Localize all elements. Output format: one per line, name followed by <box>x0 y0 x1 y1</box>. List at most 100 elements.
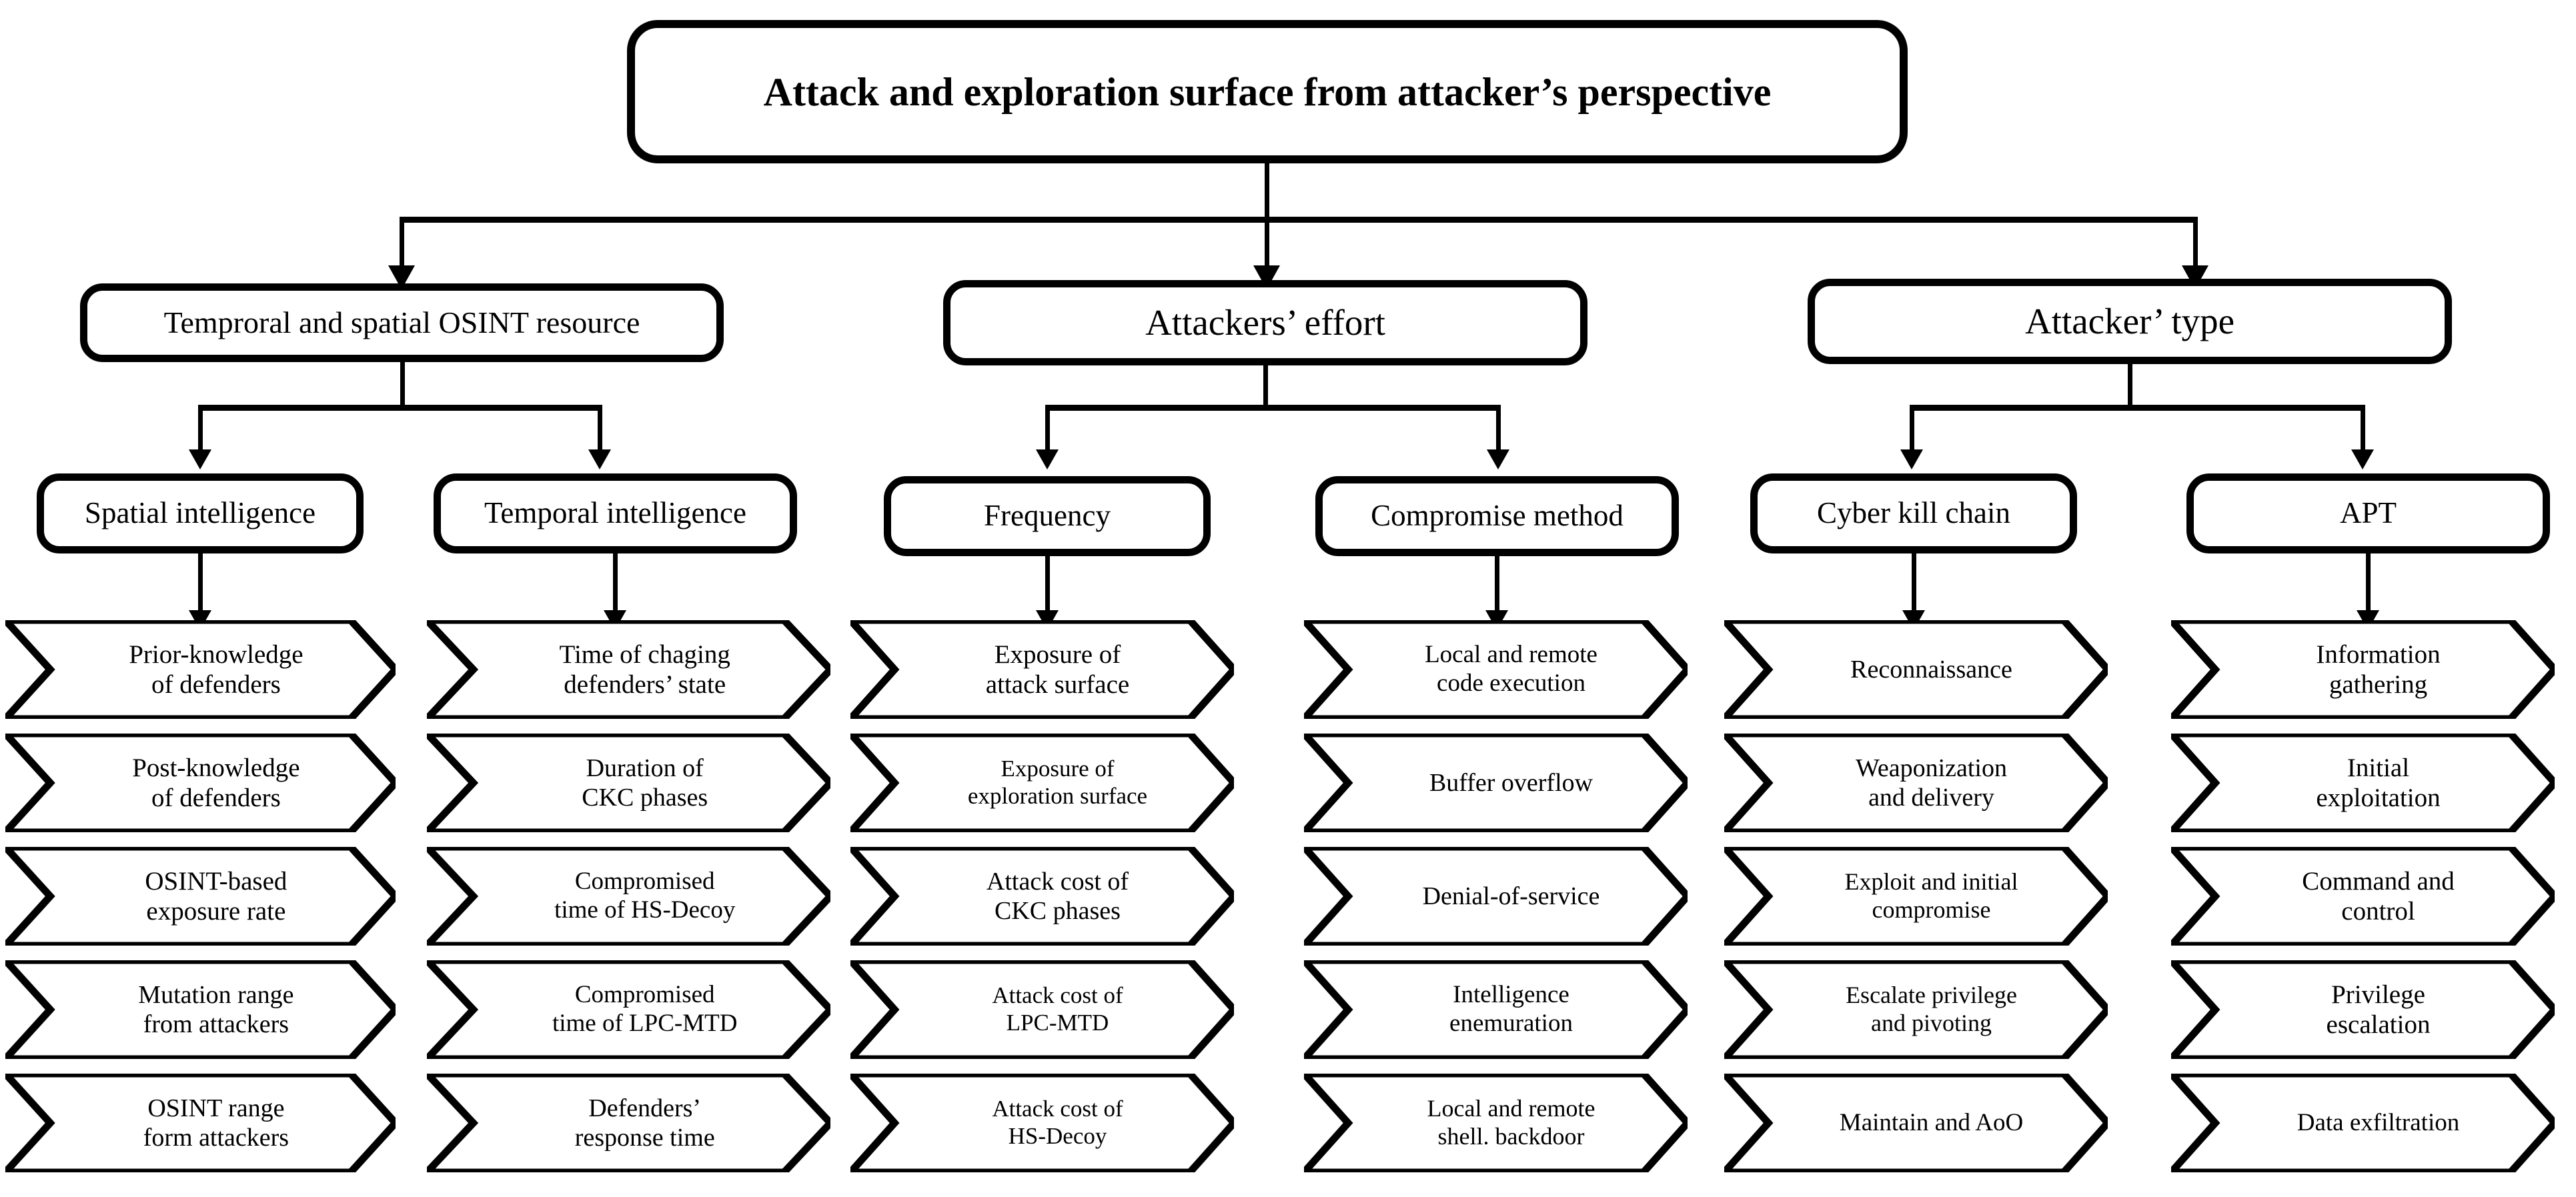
chevron-item: Denial-of-service <box>1304 847 1688 946</box>
node-temporal-intelligence-label: Temporal intelligence <box>484 496 746 530</box>
group2-trunk-line <box>1263 365 1268 409</box>
leaf-connector-line-col2 <box>613 553 618 620</box>
chevron-item: Duration of CKC phases <box>427 734 830 832</box>
chevron-item-label: OSINT-based exposure rate <box>145 866 287 926</box>
node-attacker-type: Attacker’ type <box>1808 279 2452 364</box>
chevron-item-label: Exposure of exploration surface <box>967 756 1148 809</box>
chevron-item: Compromised time of LPC-MTD <box>427 960 830 1059</box>
chevron-shape <box>5 620 396 719</box>
chevron-item: Escalate privilege and pivoting <box>1724 960 2108 1059</box>
chevron-item: Local and remote shell. backdoor <box>1304 1074 1688 1172</box>
chevron-item-label: Local and remote shell. backdoor <box>1427 1095 1595 1150</box>
group1-trunk-line <box>400 362 405 409</box>
node-spatial-intelligence: Spatial intelligence <box>37 473 364 553</box>
chevron-shape <box>1304 960 1688 1059</box>
chevron-item-label: Initial exploitation <box>2316 753 2441 812</box>
node-temporal-intelligence: Temporal intelligence <box>434 473 797 553</box>
chevron-shape <box>1724 1074 2108 1172</box>
chevron-item-label: Post-knowledge of defenders <box>132 753 300 812</box>
node-compromise-method: Compromise method <box>1315 476 1679 556</box>
chevron-shape <box>1304 1074 1688 1172</box>
chevron-item: OSINT-based exposure rate <box>5 847 396 946</box>
chevron-shape <box>850 960 1234 1059</box>
chevron-shape <box>2171 960 2555 1059</box>
level2-drop-line-1 <box>400 217 404 271</box>
leaf-connector-line-col5 <box>1912 553 1916 620</box>
node-attacker-type-label: Attacker’ type <box>2024 300 2235 341</box>
chevron-shape <box>850 620 1234 719</box>
chevron-item: Maintain and AoO <box>1724 1074 2108 1172</box>
chevron-shape <box>427 1074 830 1172</box>
chevron-item: Exposure of exploration surface <box>850 734 1234 832</box>
node-osint-resource-label: Temproral and spatial OSINT resource <box>163 305 640 339</box>
chevron-item-label: Data exfiltration <box>2297 1108 2460 1136</box>
chevron-item: Exploit and initial compromise <box>1724 847 2108 946</box>
node-frequency-label: Frequency <box>984 499 1111 533</box>
chevron-item: Attack cost of LPC-MTD <box>850 960 1234 1059</box>
chevron-item-label: Compromised time of LPC-MTD <box>552 981 738 1037</box>
node-attackers-effort-label: Attackers’ effort <box>1145 301 1385 343</box>
chevron-item: Post-knowledge of defenders <box>5 734 396 832</box>
chevron-item: Defenders’ response time <box>427 1074 830 1172</box>
chevron-shape <box>5 960 396 1059</box>
chevron-item-label: Reconnaissance <box>1850 655 2012 684</box>
node-cyber-kill-chain-label: Cyber kill chain <box>1817 496 2010 530</box>
chevron-item: Mutation range from attackers <box>5 960 396 1059</box>
chevron-item-label: Attack cost of CKC phases <box>986 867 1129 925</box>
chevron-item: Buffer overflow <box>1304 734 1688 832</box>
chevron-shape <box>1724 960 2108 1059</box>
root-node-title: Attack and exploration surface from atta… <box>627 20 1908 163</box>
chevron-item: Command and control <box>2171 847 2555 946</box>
chevron-shape <box>1304 847 1688 946</box>
root-node-label: Attack and exploration surface from atta… <box>763 69 1772 114</box>
chevron-shape <box>5 1074 396 1172</box>
group2-drop-line-2 <box>1496 405 1501 454</box>
chevron-item-label: OSINT range form attackers <box>143 1094 289 1152</box>
chevron-shape <box>850 847 1234 946</box>
chevron-item-label: Attack cost of HS-Decoy <box>992 1096 1123 1149</box>
node-attackers-effort: Attackers’ effort <box>943 280 1587 365</box>
chevron-item-label: Compromised time of HS-Decoy <box>554 868 736 924</box>
chevron-item: Local and remote code execution <box>1304 620 1688 719</box>
chevron-item: Exposure of attack surface <box>850 620 1234 719</box>
chevron-item: Initial exploitation <box>2171 734 2555 832</box>
chevron-item-label: Time of chaging defenders’ state <box>559 640 730 699</box>
chevron-shape <box>427 734 830 832</box>
leaf-connector-line-col1 <box>198 553 203 620</box>
chevron-item: Attack cost of CKC phases <box>850 847 1234 946</box>
chevron-item: OSINT range form attackers <box>5 1074 396 1172</box>
chevron-item-label: Maintain and AoO <box>1839 1108 2024 1136</box>
chevron-item: Intelligence enemuration <box>1304 960 1688 1059</box>
chevron-shape <box>1304 734 1688 832</box>
chevron-shape <box>427 620 830 719</box>
chevron-item-label: Weaponization and delivery <box>1856 754 2007 812</box>
chevron-shape <box>427 847 830 946</box>
group3-bus-line <box>1912 405 2365 411</box>
chevron-item: Reconnaissance <box>1724 620 2108 719</box>
chevron-shape <box>5 847 396 946</box>
chevron-item: Information gathering <box>2171 620 2555 719</box>
level2-drop-line-2 <box>1265 217 1269 271</box>
chevron-shape <box>1724 620 2108 719</box>
chevron-item-label: Buffer overflow <box>1429 768 1593 797</box>
node-frequency: Frequency <box>884 476 1211 556</box>
chevron-item-label: Duration of CKC phases <box>582 754 708 812</box>
chevron-shape <box>1724 847 2108 946</box>
chevron-item-label: Denial-of-service <box>1422 882 1600 910</box>
leaf-connector-line-col6 <box>2366 553 2371 620</box>
chevron-item-label: Exposure of attack surface <box>985 640 1130 699</box>
chevron-shape <box>850 734 1234 832</box>
group3-trunk-line <box>2128 364 2132 409</box>
group2-drop-line-1 <box>1045 405 1050 454</box>
group3-arrowhead-1 <box>1900 449 1923 469</box>
group3-drop-line-2 <box>2361 405 2365 454</box>
group2-bus-line <box>1047 405 1501 411</box>
chevron-item: Time of chaging defenders’ state <box>427 620 830 719</box>
node-apt-label: APT <box>2339 496 2397 530</box>
group2-arrowhead-1 <box>1036 449 1059 469</box>
chevron-item-label: Prior-knowledge of defenders <box>129 640 303 699</box>
chevron-shape <box>2171 620 2555 719</box>
chevron-shape <box>5 734 396 832</box>
group2-arrowhead-2 <box>1487 449 1509 469</box>
